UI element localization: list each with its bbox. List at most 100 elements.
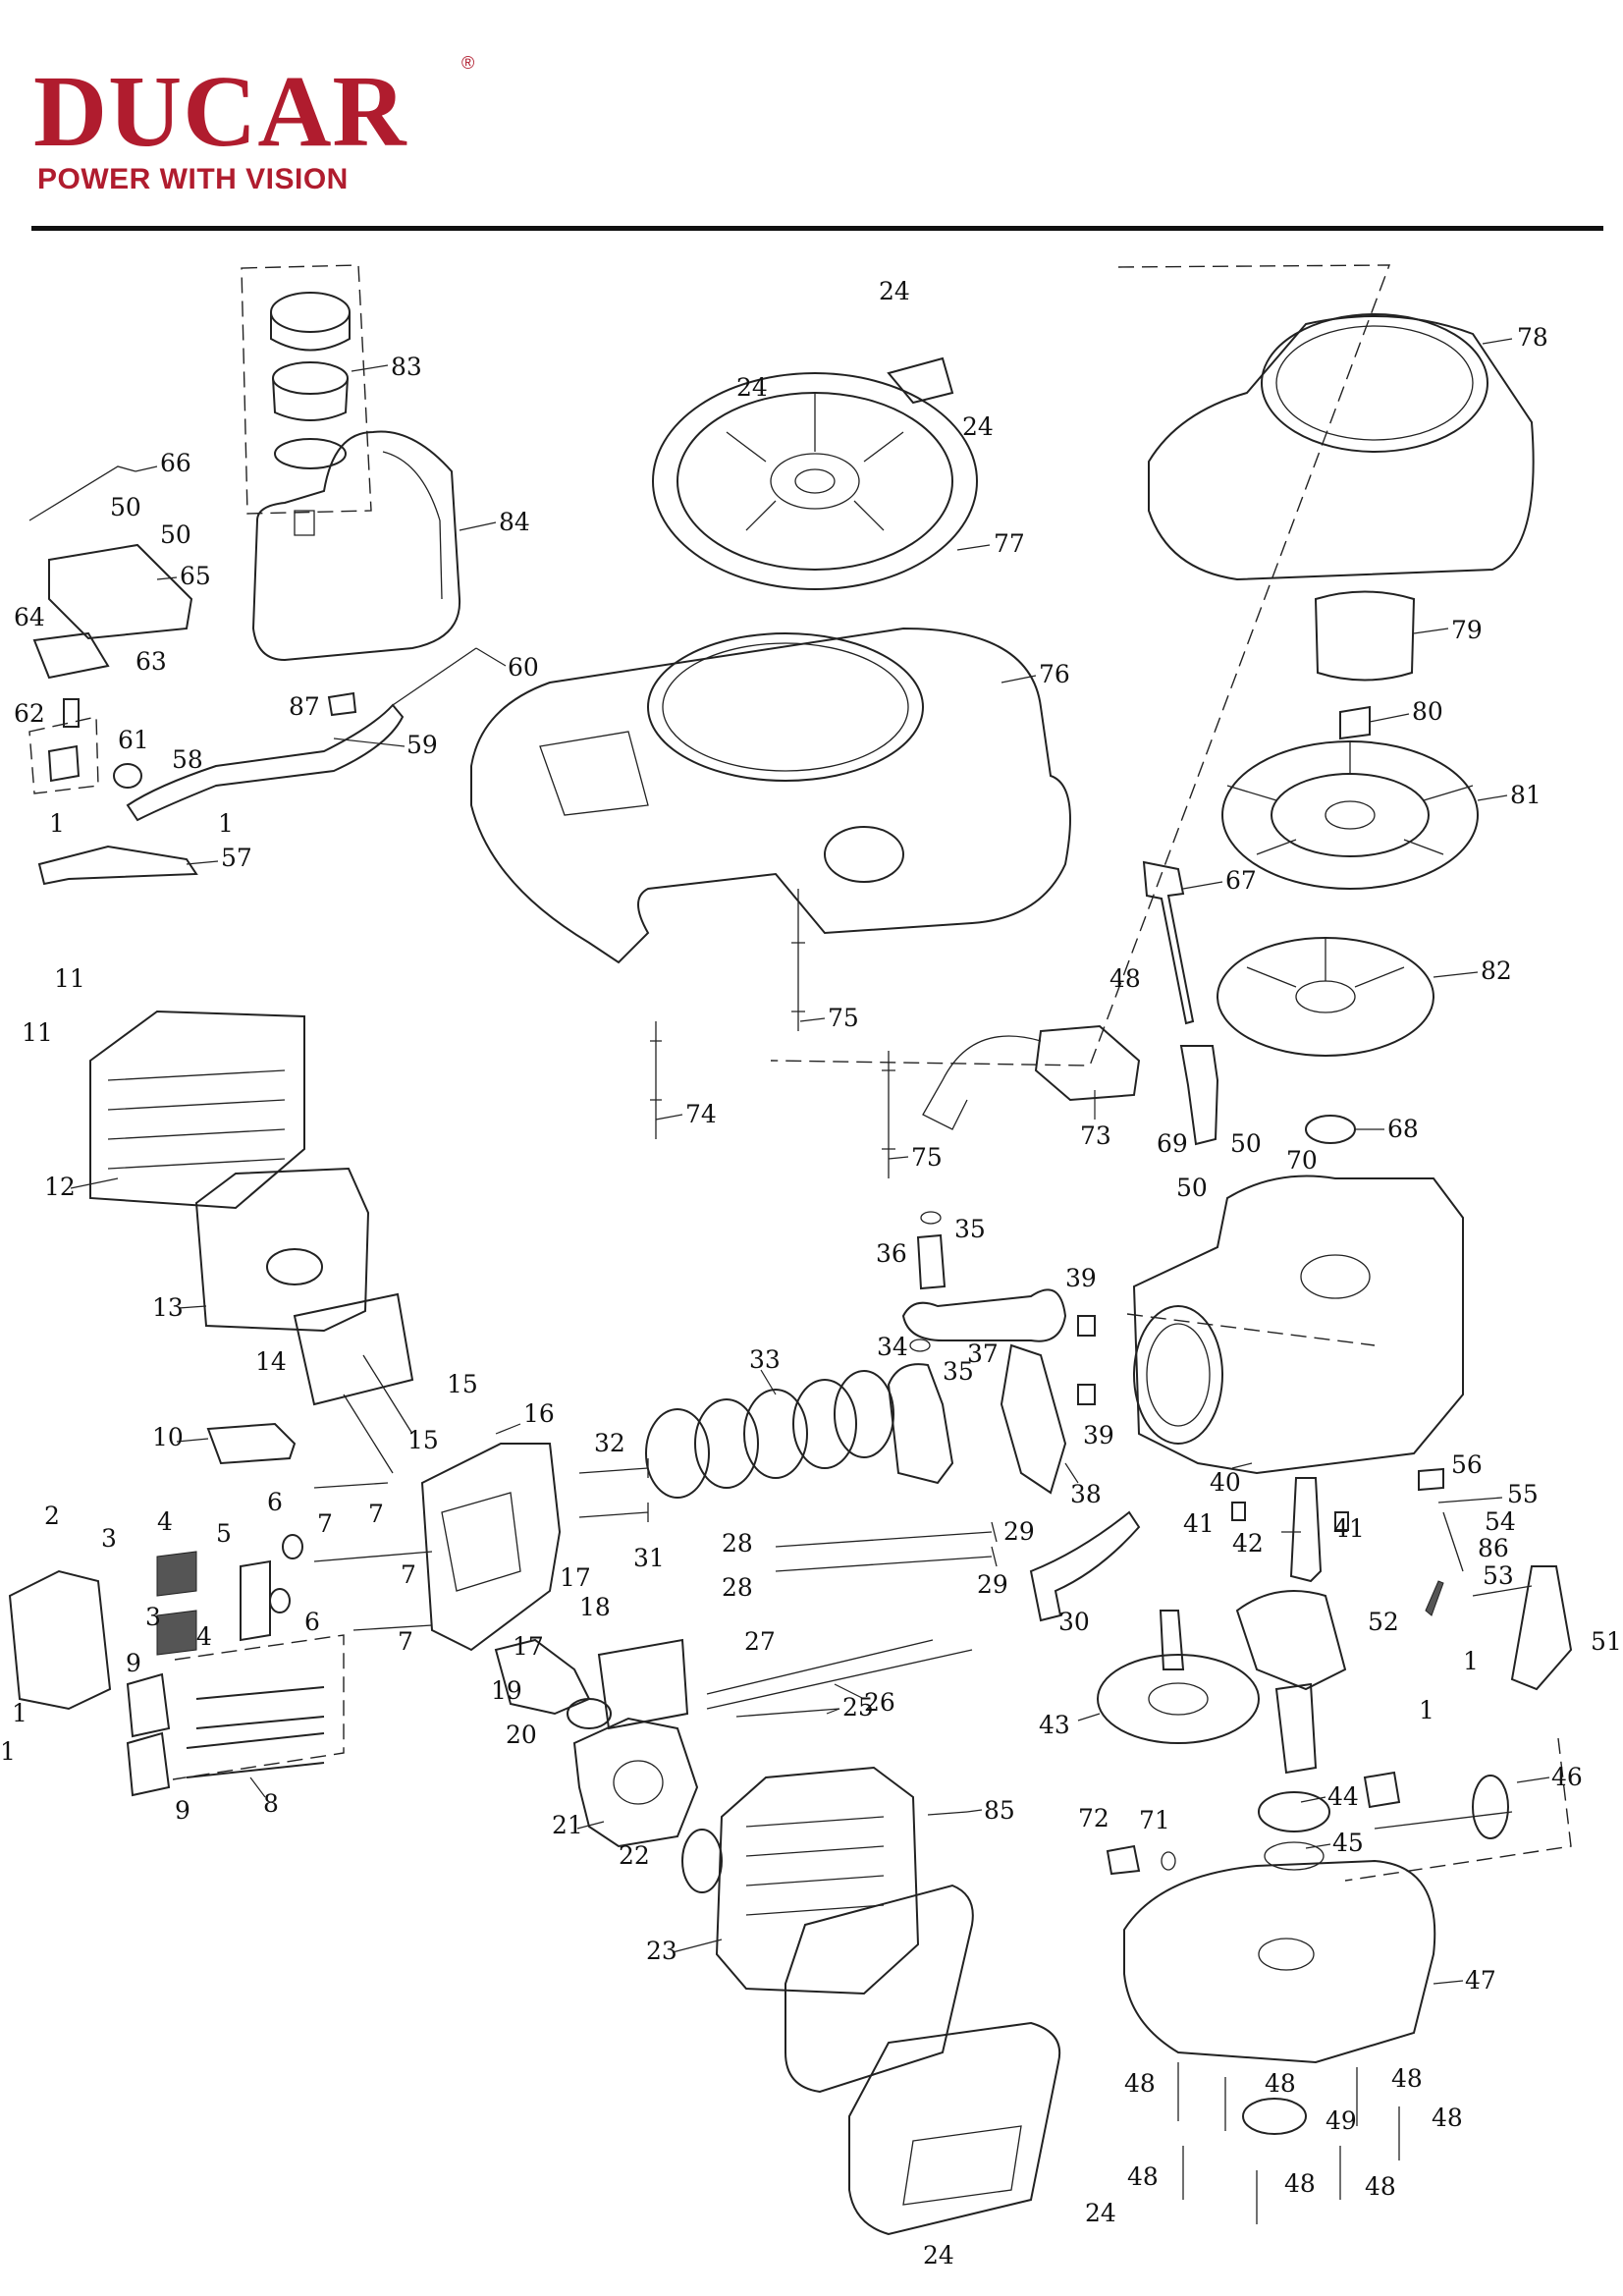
callout-24: 24 xyxy=(1085,2199,1116,2227)
air-filter-element xyxy=(784,1884,974,2094)
leader-45 xyxy=(1305,1843,1331,1849)
muffler-guard xyxy=(89,1010,305,1210)
callout-69: 69 xyxy=(1157,1129,1188,1158)
callout-40: 40 xyxy=(1210,1468,1241,1497)
muffler-stud-b xyxy=(343,1394,394,1474)
callout-3: 3 xyxy=(101,1524,117,1553)
stud-74 xyxy=(650,1021,662,1139)
callout-7: 7 xyxy=(398,1627,413,1656)
callout-46: 46 xyxy=(1551,1763,1583,1791)
callout-59: 59 xyxy=(406,731,438,759)
throttle-control-65 xyxy=(48,543,193,640)
head-bolt-1 xyxy=(313,1482,389,1489)
callout-77: 77 xyxy=(994,529,1025,558)
callout-67: 67 xyxy=(1225,866,1257,895)
callout-33: 33 xyxy=(749,1345,781,1374)
callout-30: 30 xyxy=(1058,1608,1090,1636)
callout-70: 70 xyxy=(1286,1146,1318,1175)
callout-80: 80 xyxy=(1412,697,1443,726)
leader-76 xyxy=(1001,675,1037,683)
blower-housing xyxy=(470,627,1071,964)
callout-24: 24 xyxy=(879,277,910,305)
guide-line-spark xyxy=(1344,1737,1572,1882)
leader-43 xyxy=(1077,1713,1101,1722)
callout-64: 64 xyxy=(14,603,45,631)
callout-86: 86 xyxy=(1478,1534,1509,1562)
fuel-valve-guide xyxy=(28,716,99,794)
head-bolt-2 xyxy=(313,1551,433,1562)
callout-39: 39 xyxy=(1065,1264,1097,1292)
callout-60: 60 xyxy=(508,653,539,682)
callout-57: 57 xyxy=(221,844,252,872)
leader-21 xyxy=(576,1821,605,1830)
fan-shroud xyxy=(1148,313,1535,581)
leader-40 xyxy=(1231,1462,1253,1469)
dipstick xyxy=(1142,860,1195,1025)
air-filter-cover xyxy=(848,2021,1061,2236)
callout-49: 49 xyxy=(1325,2106,1357,2135)
callout-50: 50 xyxy=(160,520,191,549)
leader-82 xyxy=(1433,971,1479,978)
carb-gasket xyxy=(597,1638,689,1730)
callout-71: 71 xyxy=(1139,1806,1170,1834)
fuel-hose xyxy=(126,703,405,822)
oil-filler-tube xyxy=(1179,1045,1219,1146)
callout-75: 75 xyxy=(828,1004,859,1032)
washer-6a xyxy=(282,1534,303,1559)
cylinder-head xyxy=(420,1443,562,1652)
callout-72: 72 xyxy=(1078,1804,1109,1832)
callout-36: 36 xyxy=(876,1239,907,1268)
callout-50: 50 xyxy=(1230,1129,1262,1158)
leader-67 xyxy=(1182,881,1223,890)
guide-line-valves xyxy=(172,1634,345,1780)
muffler-gasket xyxy=(293,1292,414,1406)
leader-79 xyxy=(1413,628,1449,634)
leader-80 xyxy=(1369,713,1410,723)
callout-24: 24 xyxy=(923,2241,954,2269)
clip-87 xyxy=(327,691,357,717)
callout-65: 65 xyxy=(180,562,211,590)
callout-48: 48 xyxy=(1109,964,1141,993)
brand-tagline: POWER WITH VISION xyxy=(37,163,349,195)
intake-valve xyxy=(578,1458,649,1478)
callout-66: 66 xyxy=(160,449,191,477)
linkage-rod-25 xyxy=(735,1708,840,1718)
nut-56 xyxy=(1418,1467,1444,1492)
callout-2: 2 xyxy=(44,1502,60,1530)
recoil-starter xyxy=(652,356,978,590)
fuel-cap-assembly xyxy=(270,292,351,469)
hose-clamp-58 xyxy=(113,763,142,789)
leader-74 xyxy=(655,1114,683,1121)
callout-11: 11 xyxy=(22,1018,53,1047)
stud-75a xyxy=(791,889,805,1031)
callout-55: 55 xyxy=(1507,1480,1539,1508)
mount-bracket-57 xyxy=(37,845,198,886)
leader-44 xyxy=(1300,1796,1326,1803)
leader-25 xyxy=(826,1708,840,1715)
leader-84 xyxy=(459,521,497,531)
callout-1: 1 xyxy=(1463,1647,1479,1675)
registered-mark: ® xyxy=(461,53,475,73)
screen-collar xyxy=(1314,590,1416,682)
callout-38: 38 xyxy=(1070,1480,1102,1508)
callout-45: 45 xyxy=(1332,1829,1364,1857)
callout-15: 15 xyxy=(447,1370,478,1398)
callout-56: 56 xyxy=(1451,1450,1483,1479)
callout-35: 35 xyxy=(943,1357,974,1386)
leader-85 xyxy=(966,1809,983,1813)
dowel-pin-lower xyxy=(1077,1384,1096,1405)
leader-8 xyxy=(249,1777,266,1798)
callout-24: 24 xyxy=(962,412,994,441)
lever-53 xyxy=(1472,1585,1533,1597)
spring-52 xyxy=(1425,1580,1444,1616)
leader-81 xyxy=(1477,794,1508,801)
callout-17: 17 xyxy=(560,1563,591,1592)
header-divider xyxy=(31,226,1603,231)
leader-13 xyxy=(178,1305,207,1309)
callout-34: 34 xyxy=(877,1333,908,1361)
callout-26: 26 xyxy=(864,1688,895,1717)
callout-5: 5 xyxy=(216,1519,232,1548)
breather-tube xyxy=(1029,1510,1141,1622)
callout-41: 41 xyxy=(1333,1514,1365,1543)
rocker-plate xyxy=(240,1559,271,1642)
